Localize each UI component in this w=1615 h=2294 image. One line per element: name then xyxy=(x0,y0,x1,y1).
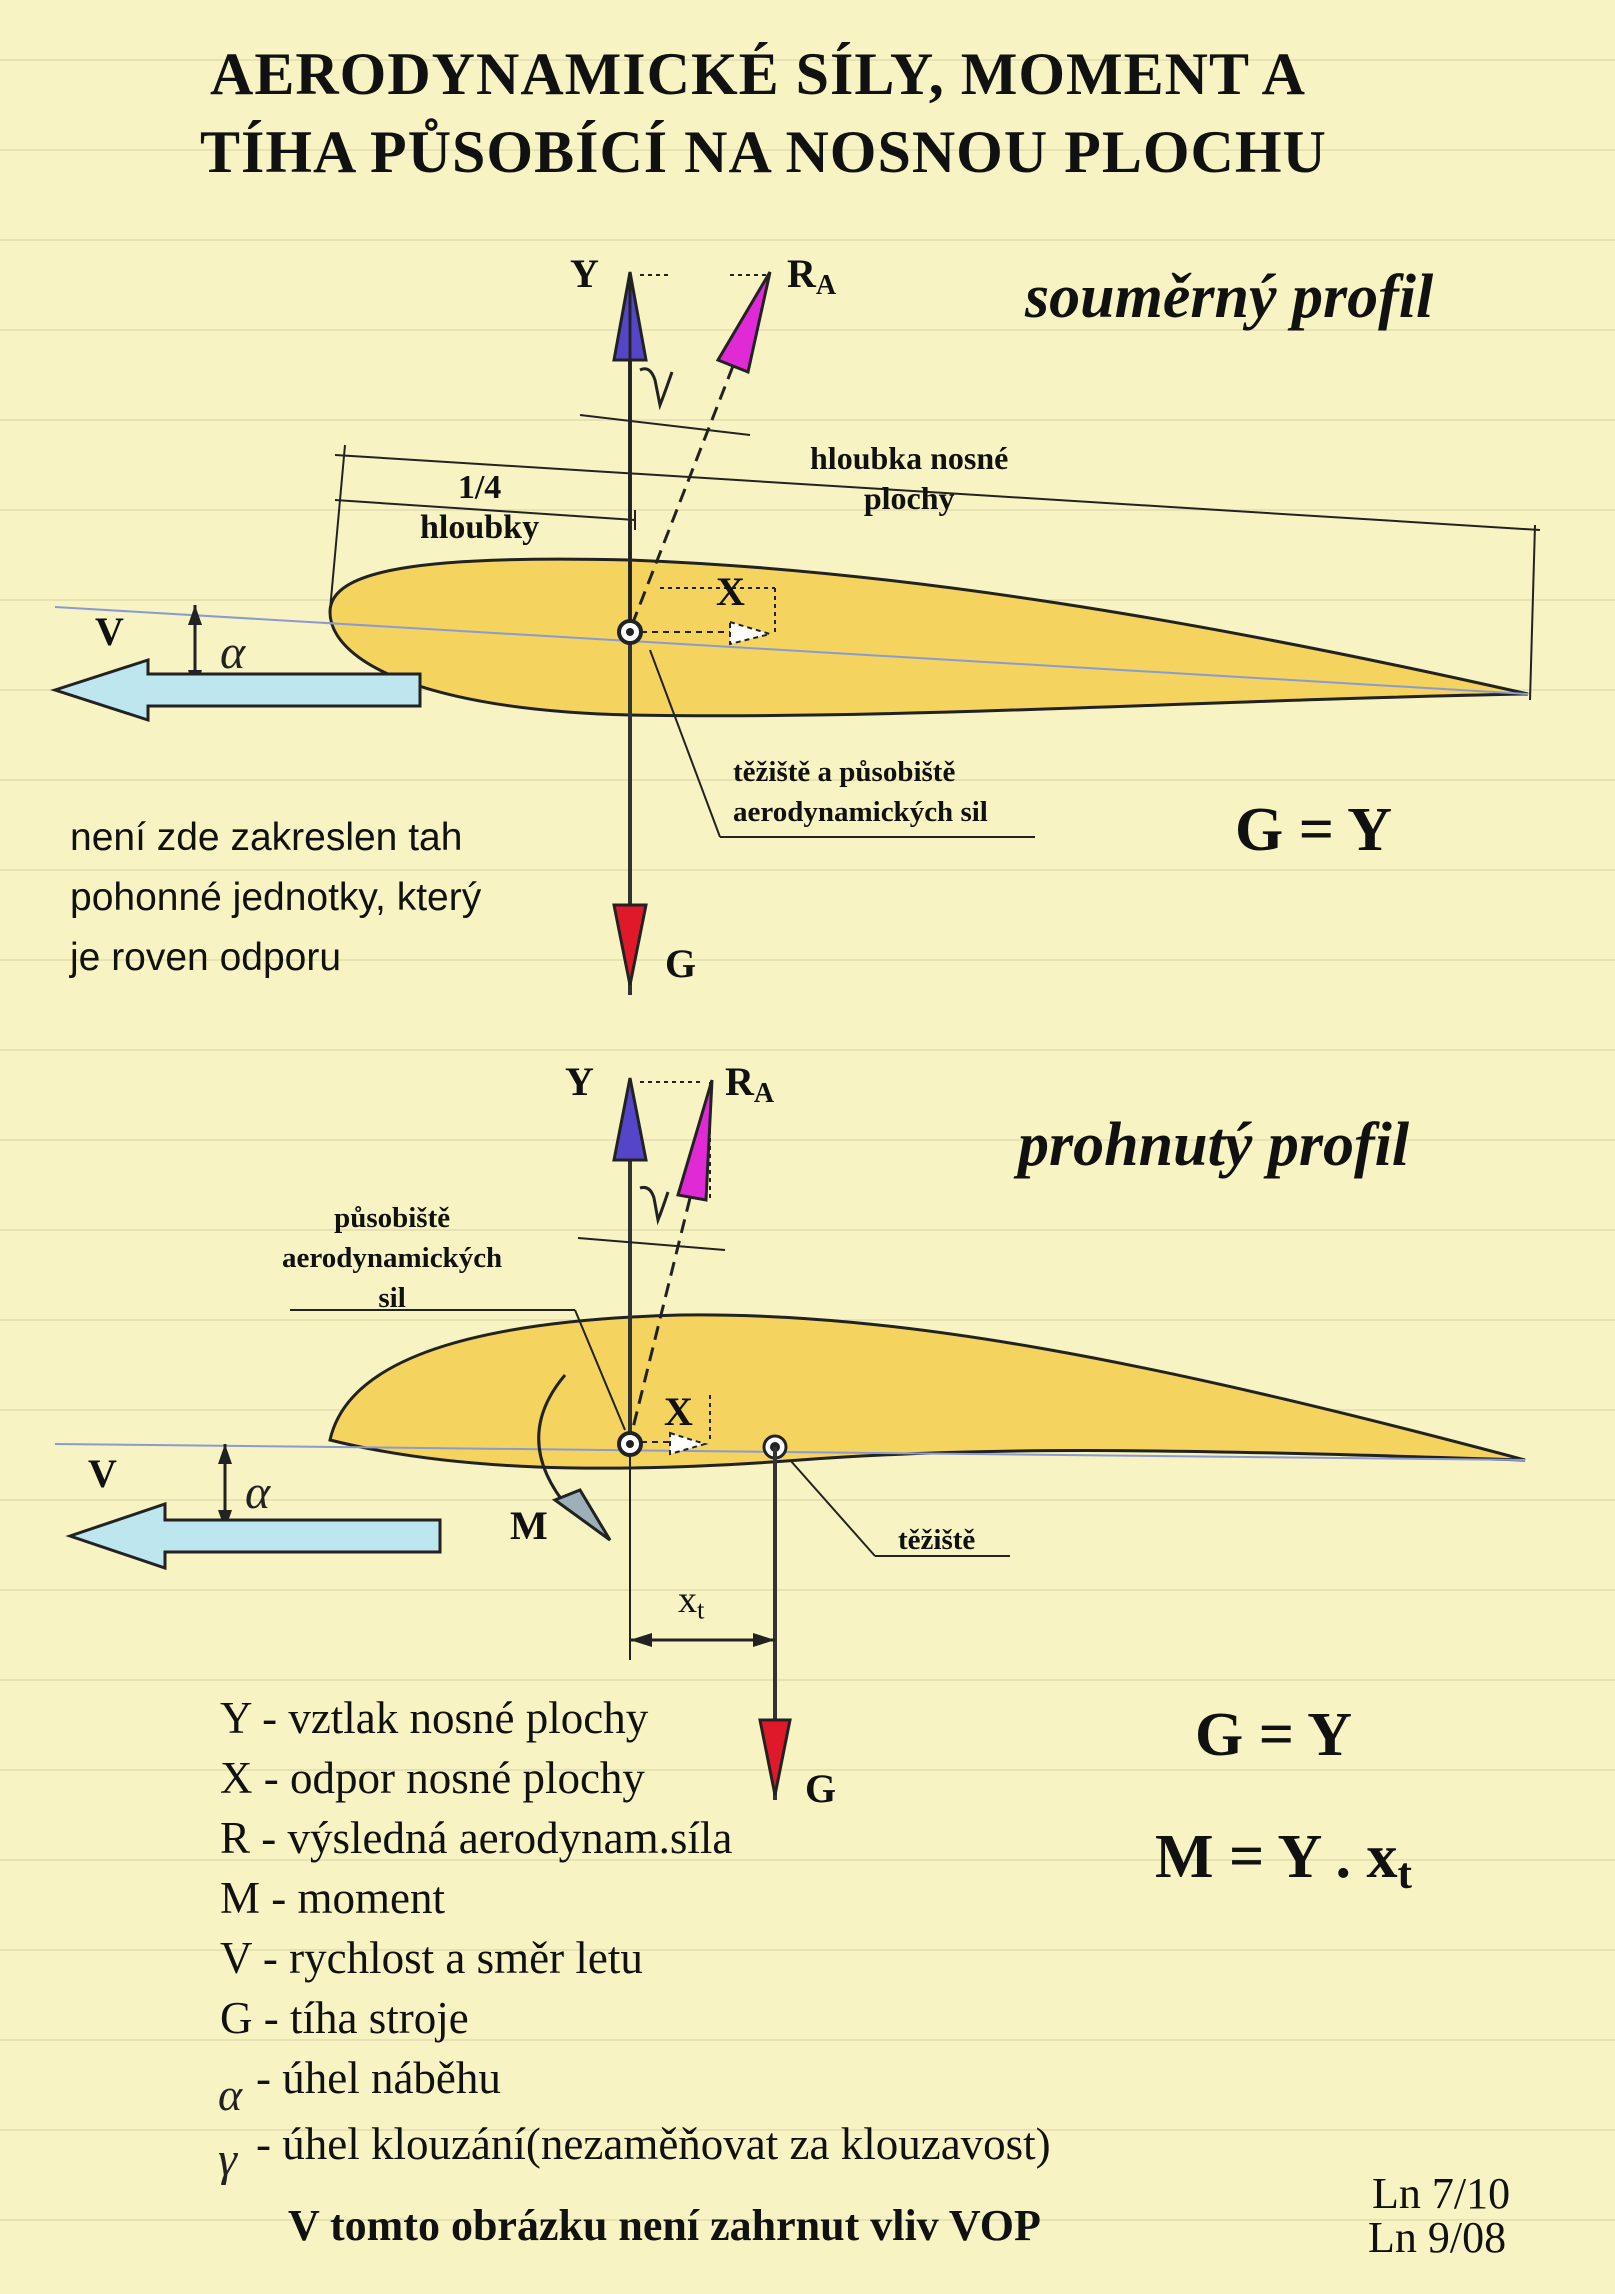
page-title-line1: AERODYNAMICKÉ SÍLY, MOMENT A xyxy=(210,41,1306,107)
symmetric-airfoil-shape xyxy=(328,557,1529,718)
legend-item: - úhel klouzání(nezaměňovat za klouzavos… xyxy=(256,2119,1051,2169)
symmetric-airfoil-diagram xyxy=(50,271,1541,995)
chord-dimension xyxy=(329,444,1541,701)
weight-arrow xyxy=(612,903,648,986)
reference-1: Ln 7/10 xyxy=(1372,2169,1511,2218)
footer-note: V tomto obrázku není zahrnut vliv VOP xyxy=(288,2201,1041,2250)
section-heading-cambered: prohnutý profil xyxy=(1018,1111,1410,1179)
velocity-arrow-2 xyxy=(65,1501,442,1571)
equation-g-equals-y-bottom: G = Y xyxy=(1195,1701,1353,1769)
cambered-airfoil-shape xyxy=(328,1313,1526,1470)
page-title-line2: TÍHA PŮSOBÍCÍ NA NOSNOU PLOCHU xyxy=(200,119,1327,185)
equation-g-equals-y-top: G = Y xyxy=(1235,796,1393,864)
label-cg-2: těžiště xyxy=(898,1524,976,1556)
legend-item: G - tíha stroje xyxy=(220,1993,469,2043)
label-resultant-r-2: RA xyxy=(725,1059,775,1109)
legend-glide-icon: γ xyxy=(218,2133,238,2186)
moment-arrow xyxy=(537,1374,572,1511)
reference-2: Ln 9/08 xyxy=(1368,2213,1507,2262)
label-drag-x: X xyxy=(716,569,745,614)
equation-moment: M = Y . xt xyxy=(1155,1823,1412,1898)
legend-item: - úhel náběhu xyxy=(256,2053,501,2103)
alpha-symbol: α xyxy=(220,626,246,679)
label-weight-g: G xyxy=(665,941,697,986)
legend-item: R - výsledná aerodynam.síla xyxy=(220,1813,733,1863)
label-lift-y: Y xyxy=(570,251,599,296)
label-lift-y-2: Y xyxy=(565,1059,594,1104)
label-moment-m: M xyxy=(510,1503,548,1548)
alpha-symbol-2: α xyxy=(245,1466,271,1519)
legend-item: Y - vztlak nosné plochy xyxy=(220,1693,649,1743)
chord-line xyxy=(54,606,1529,695)
resultant-arrow xyxy=(715,271,772,375)
label-distance-xt: xt xyxy=(678,1579,705,1625)
legend-alpha-icon: α xyxy=(218,2069,243,2120)
cambered-airfoil-diagram xyxy=(54,1077,1526,1800)
label-weight-g-2: G xyxy=(805,1766,837,1811)
background-lines xyxy=(0,59,1615,2221)
legend: Y - vztlak nosné plochy X - odpor nosné … xyxy=(220,1688,1051,2174)
legend-item: M - moment xyxy=(220,1873,445,1923)
resultant-arrow-2 xyxy=(676,1079,714,1202)
weight-arrow-2 xyxy=(758,1718,792,1796)
glide-angle-symbol xyxy=(639,367,674,411)
legend-item: V - rychlost a směr letu xyxy=(220,1933,643,1983)
label-velocity-v-2: V xyxy=(88,1451,117,1496)
section-heading-symmetric: souměrný profil xyxy=(1025,263,1434,331)
label-velocity-v: V xyxy=(95,609,124,654)
lift-arrow-2 xyxy=(612,1077,648,1162)
velocity-arrow xyxy=(50,657,422,723)
legend-item: X - odpor nosné plochy xyxy=(220,1753,645,1803)
label-drag-x-2: X xyxy=(664,1389,693,1434)
label-resultant-r: RA xyxy=(787,251,837,301)
